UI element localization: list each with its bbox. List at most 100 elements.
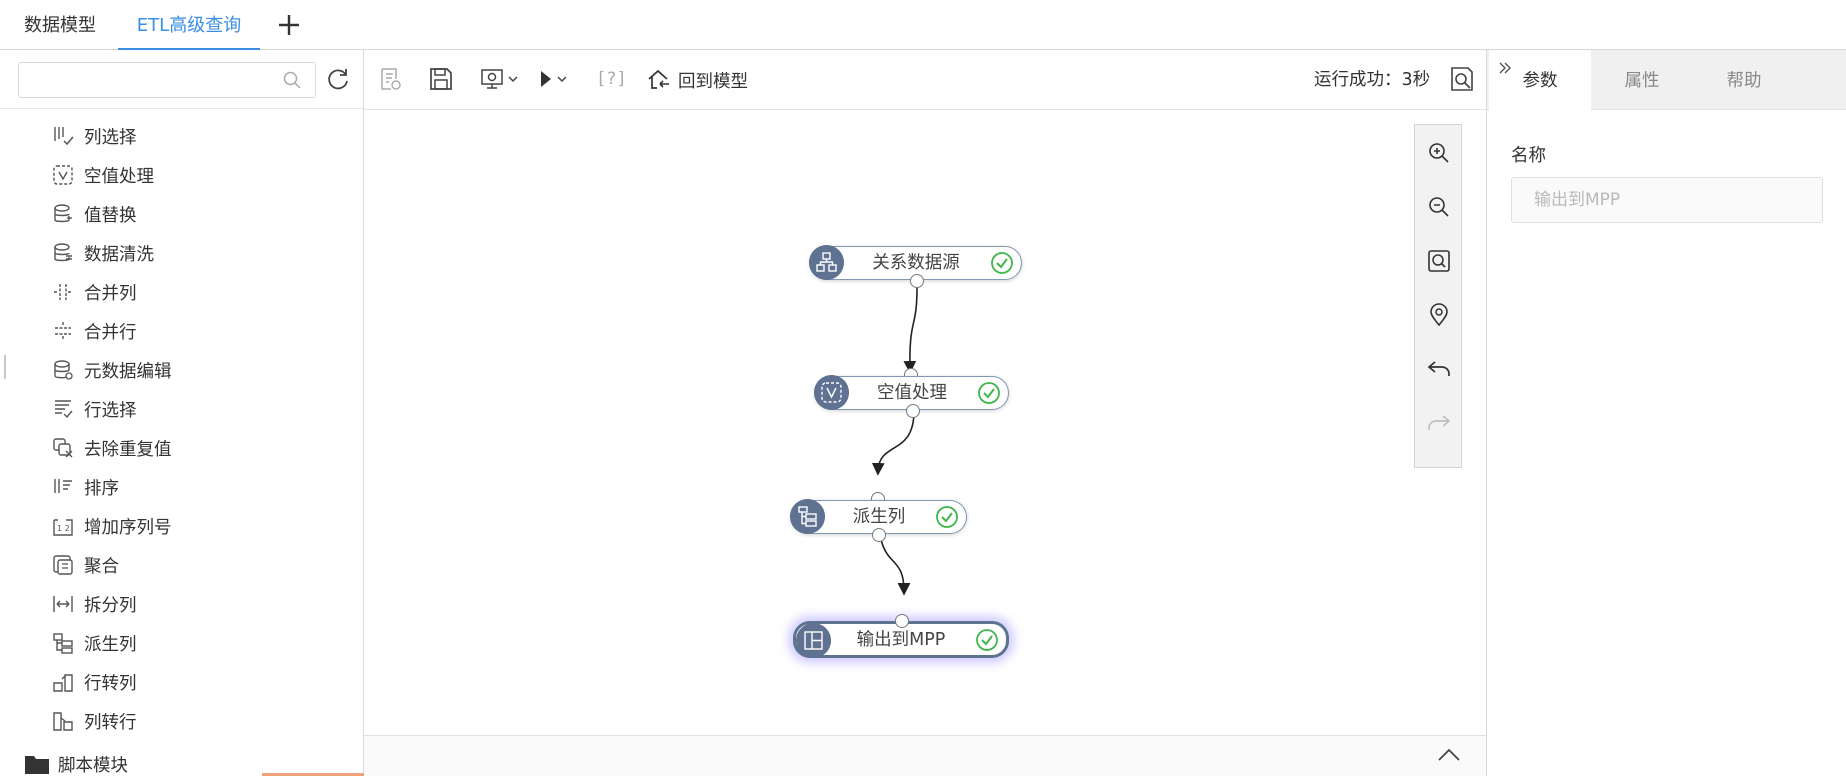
component-item-label: 空值处理 [84, 166, 154, 187]
collapse-panel-icon[interactable] [1497, 60, 1513, 76]
folder-icon [25, 756, 49, 774]
success-check-icon [991, 252, 1013, 274]
tab-help[interactable]: 帮助 [1726, 71, 1762, 91]
folder-label: 脚本模块 [58, 755, 128, 776]
component-item-label: 值替换 [84, 205, 137, 226]
component-item[interactable]: 去除重复值 [52, 431, 172, 465]
editor-toolbar: [?] 回到模型 运行成功：3秒 [364, 50, 1486, 110]
redo-icon[interactable] [1426, 410, 1452, 436]
component-item[interactable]: 行转列 [52, 665, 137, 699]
name-input[interactable] [1511, 177, 1823, 223]
component-item-label: 数据清洗 [84, 244, 154, 265]
component-item[interactable]: 列转行 [52, 704, 137, 738]
derived-column-icon [790, 499, 825, 534]
refresh-icon[interactable] [325, 66, 351, 92]
success-check-icon [976, 629, 998, 651]
value-replace-icon [54, 204, 72, 223]
row-to-column-icon [53, 674, 73, 692]
run-settings-dropdown-icon[interactable] [480, 66, 520, 92]
component-item-label: 聚合 [84, 556, 119, 577]
tab-attributes[interactable]: 属性 [1624, 71, 1660, 91]
component-item-label: 增加序列号 [84, 517, 172, 538]
panel-divider [0, 108, 363, 109]
folder-script-modules[interactable]: 脚本模块 [24, 747, 128, 776]
add-tab-icon[interactable] [276, 12, 302, 38]
zoom-in-icon[interactable] [1426, 140, 1452, 166]
component-item-label: 列转行 [84, 712, 137, 733]
merge-rows-icon [55, 322, 71, 340]
canvas-zoom-toolbar [1414, 124, 1462, 468]
input-port[interactable] [895, 614, 909, 628]
fit-view-icon[interactable] [1426, 248, 1452, 274]
column-to-row-icon [53, 712, 73, 731]
output-port[interactable] [872, 528, 886, 542]
component-item[interactable]: 值替换 [52, 197, 137, 231]
component-item[interactable]: 空值处理 [52, 158, 154, 192]
component-item[interactable]: 派生列 [52, 626, 137, 660]
sort-icon [54, 479, 72, 493]
edge-null-to-derived [871, 410, 915, 476]
properties-panel: 参数 属性 帮助 名称 [1486, 50, 1846, 776]
component-item[interactable]: 合并行 [52, 314, 137, 348]
component-item[interactable]: 合并列 [52, 275, 137, 309]
add-serial-icon: 1 2 [53, 519, 73, 536]
zoom-out-icon[interactable] [1426, 194, 1452, 220]
column-select-icon [54, 127, 74, 146]
chevron-up-icon[interactable] [1436, 744, 1462, 766]
output-mpp-icon [796, 623, 831, 658]
scroll-indicator[interactable] [4, 355, 6, 379]
component-item[interactable]: 排序 [52, 470, 119, 504]
tab-data-model[interactable]: 数据模型 [24, 15, 96, 36]
component-item[interactable]: 拆分列 [52, 587, 137, 621]
component-item-label: 派生列 [84, 634, 137, 655]
split-column-icon [53, 596, 73, 612]
flow-node-label: 派生列 [852, 507, 906, 527]
tab-params[interactable]: 参数 [1489, 50, 1591, 111]
component-item-label: 合并行 [84, 322, 137, 343]
component-item[interactable]: 数据清洗 [52, 236, 154, 270]
component-item-label: 列选择 [84, 127, 137, 148]
component-search-input[interactable] [18, 62, 316, 98]
success-check-icon [978, 382, 1000, 404]
flow-node-label: 输出到MPP [856, 630, 946, 650]
undo-icon[interactable] [1426, 356, 1452, 382]
component-panel: 列选择 空值处理 值替换 数据清洗 合并列 合并行 元数据编辑 行选择 [0, 50, 364, 776]
svg-text:1 2: 1 2 [57, 524, 70, 533]
component-item[interactable]: 聚合 [52, 548, 119, 582]
flow-node-derived-column[interactable]: 派生列 [790, 499, 967, 534]
row-select-icon [55, 400, 73, 419]
home-back-icon [648, 69, 669, 89]
component-item[interactable]: 列选择 [52, 119, 137, 153]
log-search-icon[interactable] [1448, 65, 1476, 93]
back-to-model-label: 回到模型 [678, 71, 748, 92]
bottom-panel-bar [364, 735, 1486, 776]
component-item-label: 元数据编辑 [84, 361, 172, 382]
properties-tabs: 参数 属性 帮助 [1487, 50, 1846, 111]
component-item-label: 拆分列 [84, 595, 137, 616]
run-status-text: 运行成功：3秒 [1314, 70, 1431, 90]
derived-column-icon [53, 633, 73, 654]
name-field-label: 名称 [1511, 146, 1546, 166]
component-item-label: 去除重复值 [84, 439, 172, 460]
flow-canvas[interactable]: 关系数据源 空值处理 派生列 输出到MPP [364, 111, 1486, 735]
help-button[interactable]: [?] [596, 69, 627, 89]
component-item[interactable]: 1 2 增加序列号 [52, 509, 172, 543]
component-item[interactable]: 元数据编辑 [52, 353, 172, 387]
run-dropdown-icon[interactable] [536, 66, 576, 92]
search-icon[interactable] [282, 70, 302, 90]
relational-source-icon [809, 245, 844, 280]
aggregate-icon [53, 555, 73, 575]
data-clean-icon [54, 243, 72, 262]
properties-doc-icon[interactable] [378, 66, 404, 92]
metadata-edit-icon [54, 360, 73, 380]
null-handling-icon [53, 165, 73, 185]
flow-node-label: 空值处理 [877, 383, 947, 403]
locate-icon[interactable] [1426, 302, 1452, 328]
success-check-icon [936, 506, 958, 528]
back-to-model-button[interactable]: 回到模型 [646, 66, 748, 94]
component-item[interactable]: 行选择 [52, 392, 137, 426]
output-port[interactable] [906, 404, 920, 418]
tab-etl-query[interactable]: ETL高级查询 [118, 0, 260, 50]
output-port[interactable] [910, 274, 924, 288]
save-icon[interactable] [428, 66, 454, 92]
